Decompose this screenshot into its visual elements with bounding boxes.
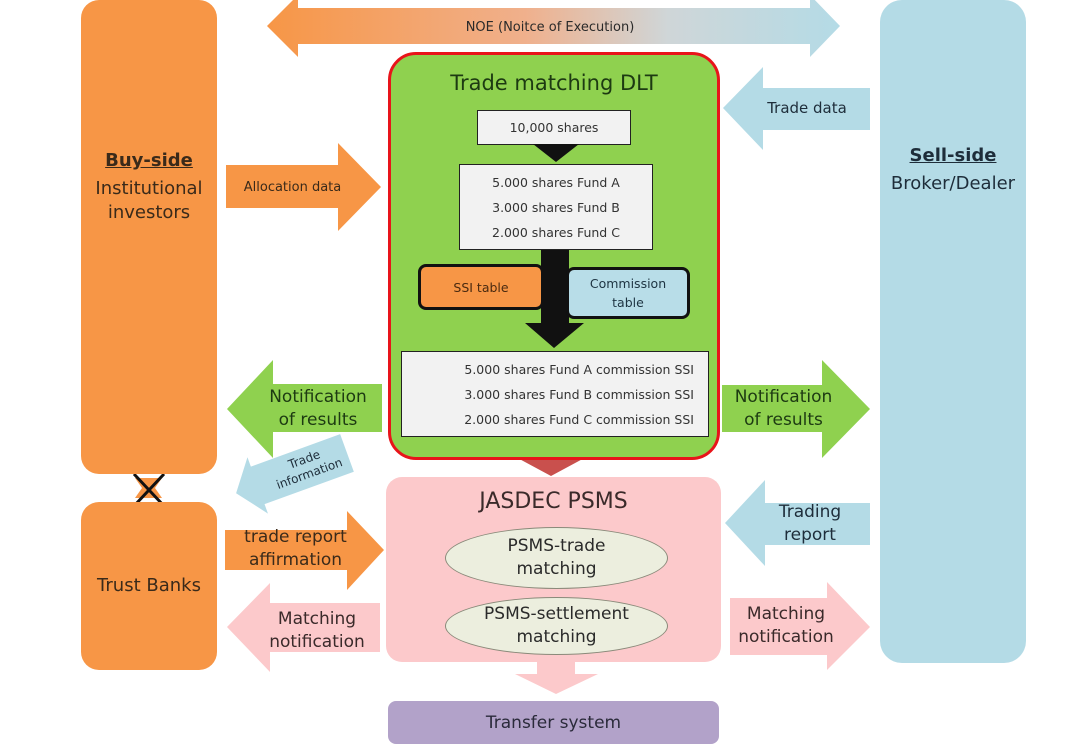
ssi-table-label: SSI table [453,279,509,295]
matching-right-line1: Matching [746,604,826,624]
jasdec-title: JASDEC PSMS [479,489,628,514]
notification-left-label: Notification of results [258,386,378,432]
buy-side-subtitle-2: investors [107,202,191,223]
matching-right-arrow [730,582,870,670]
notification-right-line2: of results [744,410,823,430]
psms-settlement-line2: matching [516,627,597,647]
commission-table-box: Commission table [566,267,690,319]
matching-left-line1: Matching [277,609,357,629]
total-to-allocation-arrow [533,144,579,162]
trade-report-arrow [225,511,384,590]
psms-trade-matching: PSMS-trade matching [445,527,668,589]
buy-side-subtitle-1: Institutional [95,178,203,199]
total-shares-box: 10,000 shares [477,110,631,145]
trade-report-line2: affirmation [248,550,343,570]
trust-banks-label: Trust Banks [97,575,201,596]
trade-matching-dlt-panel: Trade matching DLT 10,000 shares 5.000 s… [388,52,720,460]
matching-right-line2: notification [738,627,834,647]
allocation-row: 2.000 shares Fund C [492,224,620,240]
notification-right-arrow [722,360,870,458]
matching-left-line2: notification [269,632,365,652]
trade-data-label: Trade data [767,99,847,117]
notification-left-line1: Notification [269,387,367,407]
notification-right-label: Notification of results [726,386,841,432]
sell-side-pillar: Sell-side Broker/Dealer [880,0,1026,663]
noe-double-arrow [267,0,840,57]
trade-report-label: trade report affirmation [228,526,363,572]
sell-side-title: Sell-side [909,145,997,166]
allocation-row: 3.000 shares Fund B [492,199,620,215]
psms-trade-line2: matching [516,559,597,579]
total-shares-label: 10,000 shares [509,120,599,135]
trading-report-line2: report [784,525,836,545]
trading-report-label: Trading report [760,501,860,547]
matching-right-label: Matching notification [730,603,842,649]
allocation-data-label: Allocation data [243,180,342,195]
notification-left-arrow [227,360,382,458]
noe-label: NOE (Noitce of Execution) [465,20,635,35]
dlt-title: Trade matching DLT [450,71,658,95]
trade-report-line1: trade report [244,527,347,547]
allocation-row: 5.000 shares Fund A [492,174,620,190]
dlt-flow-bar [541,250,569,325]
transfer-system-box: Transfer system [388,701,719,744]
matching-left-arrow [227,583,380,672]
commission-table-line2: table [612,295,644,310]
buy-side-pillar: Buy-side Institutional investors [81,0,217,474]
trading-report-arrow [725,480,870,566]
notification-left-line2: of results [278,410,358,430]
notification-right-line1: Notification [734,387,833,407]
allocation-data-arrow [226,143,381,231]
result-row: 3.000 shares Fund B commission SSI [464,386,694,402]
trade-information-arrow [236,434,354,514]
sell-side-subtitle: Broker/Dealer [890,173,1016,194]
psms-settlement-matching: PSMS-settlement matching [445,597,668,655]
commission-table-line1: Commission [589,276,667,291]
buy-side-title: Buy-side [105,150,193,171]
result-row: 2.000 shares Fund C commission SSI [464,411,694,427]
trading-report-line1: Trading [778,502,842,522]
result-row: 5.000 shares Fund A commission SSI [464,361,694,377]
result-box: 5.000 shares Fund A commission SSI 3.000… [401,351,709,437]
trade-data-arrow [723,67,870,150]
trust-banks-box: Trust Banks [81,502,217,670]
psms-settlement-line1: PSMS-settlement [484,604,629,624]
transfer-system-label: Transfer system [485,712,622,733]
cross-icon [132,472,166,508]
jasdec-to-transfer-arrow [515,662,598,694]
jasdec-psms-panel: JASDEC PSMS PSMS-trade matching PSMS-set… [386,477,721,662]
matching-left-label: Matching notification [258,608,376,654]
allocation-box: 5.000 shares Fund A 3.000 shares Fund B … [459,164,653,250]
ssi-table-box: SSI table [418,264,544,310]
psms-trade-line1: PSMS-trade [507,536,606,556]
